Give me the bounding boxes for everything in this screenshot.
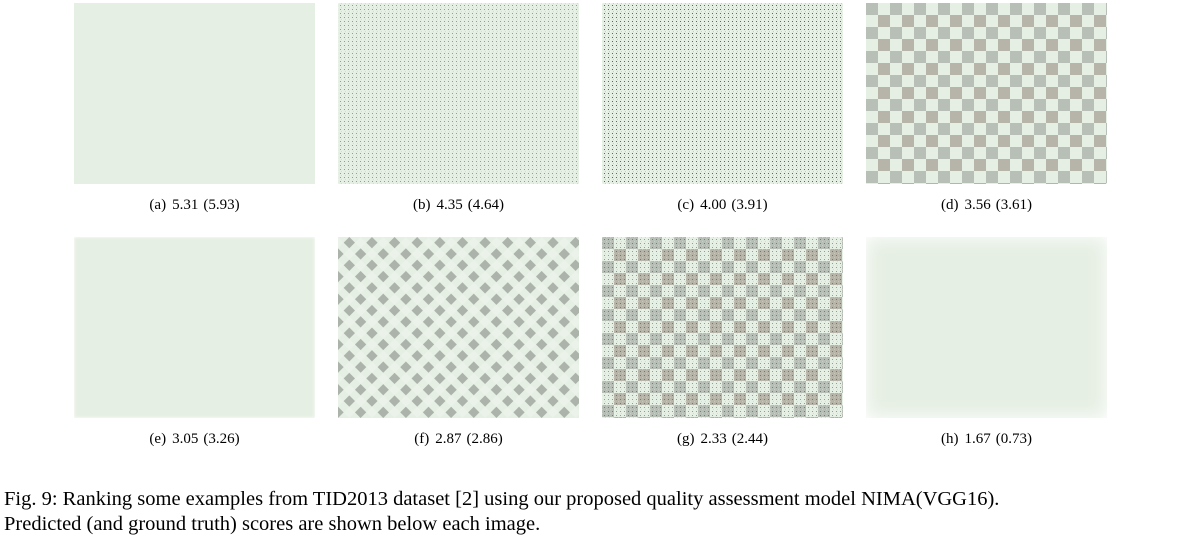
- panel-letter: (f): [414, 431, 430, 447]
- figure-panel-f: (f) 2.87(2.86): [338, 237, 579, 448]
- figure-panel-e: (e) 3.05(3.26): [74, 237, 315, 448]
- figure-label: Fig. 9:: [4, 488, 58, 510]
- ground-truth-score: (2.44): [731, 431, 768, 447]
- image-canvas: [74, 237, 315, 418]
- panel-letter: (h): [941, 431, 959, 447]
- figure-caption: Fig. 9: Ranking some examples from TID20…: [4, 487, 1180, 537]
- ground-truth-score: (0.73): [995, 431, 1032, 447]
- predicted-score: 3.05: [172, 431, 199, 447]
- noise-overlay: [602, 237, 843, 418]
- score-caption: (h) 1.67(0.73): [866, 430, 1107, 448]
- figure-panel-h: (h) 1.67(0.73): [866, 237, 1107, 448]
- noise-overlay: [338, 3, 579, 184]
- ground-truth-score: (3.91): [731, 197, 768, 213]
- caption-text-line2: Predicted (and ground truth) scores are …: [4, 513, 541, 535]
- distorted-image: [866, 237, 1107, 418]
- face-illustration: [74, 237, 315, 418]
- panel-letter: (c): [677, 197, 695, 213]
- figure-panel-d: (d) 3.56(3.61): [866, 3, 1107, 214]
- score-caption: (e) 3.05(3.26): [74, 430, 315, 448]
- face-illustration: [74, 3, 315, 184]
- figure-panel-g: (g) 2.33(2.44): [602, 237, 843, 448]
- ground-truth-score: (2.86): [466, 431, 503, 447]
- ground-truth-score: (3.26): [203, 431, 240, 447]
- distorted-image: [74, 3, 315, 184]
- score-caption: (f) 2.87(2.86): [338, 430, 579, 448]
- noise-overlay-2: [602, 3, 843, 184]
- image-canvas: [866, 3, 1107, 184]
- score-caption: (c) 4.00(3.91): [602, 196, 843, 214]
- panel-letter: (e): [149, 431, 167, 447]
- predicted-score: 2.33: [700, 431, 727, 447]
- figure-panel-a: (a) 5.31(5.93): [74, 3, 315, 214]
- predicted-score: 4.00: [700, 197, 727, 213]
- distorted-image: [602, 3, 843, 184]
- quantization-overlay: [866, 3, 1107, 184]
- image-canvas: [74, 3, 315, 184]
- figure-panel-c: (c) 4.00(3.91): [602, 3, 843, 214]
- distorted-image: [866, 3, 1107, 184]
- panel-letter: (a): [149, 197, 167, 213]
- panel-letter: (b): [413, 197, 431, 213]
- distorted-image: [602, 237, 843, 418]
- predicted-score: 2.87: [435, 431, 462, 447]
- panel-letter: (d): [941, 197, 959, 213]
- predicted-score: 4.35: [436, 197, 463, 213]
- caption-text-line1: Ranking some examples from TID2013 datas…: [62, 488, 1000, 510]
- predicted-score: 3.56: [964, 197, 991, 213]
- ground-truth-score: (4.64): [467, 197, 504, 213]
- distorted-image: [74, 237, 315, 418]
- score-caption: (a) 5.31(5.93): [74, 196, 315, 214]
- face-layer: [74, 3, 315, 184]
- score-caption: (g) 2.33(2.44): [602, 430, 843, 448]
- image-canvas: [338, 237, 579, 418]
- figure-panel-b: (b) 4.35(4.64): [338, 3, 579, 214]
- checkerboard-overlay: [338, 237, 579, 418]
- ground-truth-score: (3.61): [995, 197, 1032, 213]
- distorted-image: [338, 237, 579, 418]
- ground-truth-score: (5.93): [203, 197, 240, 213]
- predicted-score: 1.67: [964, 431, 991, 447]
- face-illustration: [866, 237, 1107, 418]
- image-canvas: [602, 237, 843, 418]
- predicted-score: 5.31: [172, 197, 199, 213]
- distorted-image: [338, 3, 579, 184]
- image-canvas: [866, 237, 1107, 418]
- face-layer: [866, 237, 1107, 418]
- image-canvas: [338, 3, 579, 184]
- score-caption: (d) 3.56(3.61): [866, 196, 1107, 214]
- face-layer: [74, 237, 315, 418]
- panel-letter: (g): [677, 431, 695, 447]
- image-canvas: [602, 3, 843, 184]
- score-caption: (b) 4.35(4.64): [338, 196, 579, 214]
